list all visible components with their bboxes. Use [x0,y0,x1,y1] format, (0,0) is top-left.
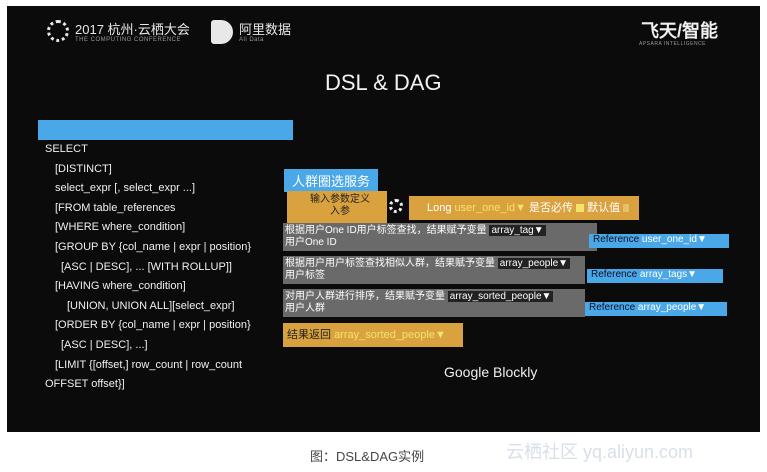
input-definition-text: 输入参数定义 入参 [310,194,370,217]
input-definition-block[interactable] [287,191,387,223]
sql-header-bar [38,120,293,140]
lookup-tag-label: 根据用户One ID用户标签查找，结果赋予变量 [285,225,487,236]
default-value-field[interactable] [623,204,630,213]
apsara-brand: 飞天/智能 [641,21,719,41]
slide-title: DSL & DAG [325,70,442,95]
ali-data-subtitle: Ali Data [239,37,265,43]
sql-line: [ASC | DESC], ...] [61,338,148,351]
sql-line: OFFSET offset}] [45,378,125,391]
reference-array-people[interactable]: Reference array_people▼ [585,302,727,316]
parameter-block[interactable] [409,196,639,220]
sort-people-input-label: 用户人群 [285,303,325,314]
lookup-tag-input-label: 用户One ID [285,237,337,248]
sql-line: [ASC | DESC], ... [WITH ROLLUP]] [61,260,232,273]
sql-code-block: SELECT [DISTINCT] select_expr [, select_… [45,140,251,395]
required-checkbox[interactable] [576,204,585,213]
reference-user-one-id[interactable]: Reference user_one_id▼ [589,234,729,248]
gear-icon[interactable] [389,199,403,213]
reference-label: Reference [591,269,638,280]
similar-people-input-label: 用户标签 [285,270,325,281]
return-var-dropdown[interactable]: array_sorted_people▼ [334,329,446,341]
blockly-footer-label: Google Blockly [444,364,538,380]
conference-logo-icon [47,20,69,42]
reference-var-dropdown[interactable]: user_one_id▼ [641,234,707,245]
array-people-dropdown[interactable]: array_people▼ [497,258,571,269]
similar-people-text: 根据用户用户标签查找相似人群，结果赋予变量 array_people▼ [285,258,571,270]
figure-caption: 图：DSL&DAG实例 [310,449,425,464]
sql-line: [LIMIT {[offset,] row_count | row_count [55,358,243,371]
array-tag-dropdown[interactable]: array_tag▼ [489,225,546,236]
sql-line: [UNION, UNION ALL][select_expr] [67,299,235,312]
return-block[interactable]: 结果返回 array_sorted_people▼ [283,323,463,347]
sql-line: [ORDER BY {col_name | expr | position} [55,319,251,332]
sql-line: [WHERE where_condition] [55,221,186,234]
watermark: 云栖社区 yq.aliyun.com [506,442,694,462]
reference-label: Reference [593,234,640,245]
sql-line: [HAVING where_condition] [55,280,186,293]
sql-line: [GROUP BY {col_name | expr | position} [55,240,252,253]
ali-data-brand: 阿里数据 [239,22,292,37]
reference-array-tags[interactable]: Reference array_tags▼ [587,269,723,283]
array-sorted-people-dropdown[interactable]: array_sorted_people▼ [447,291,554,302]
parameter-row: Long user_one_id▼ 是否必传 默认值 [427,202,630,214]
conference-title: 2017 杭州·云栖大会 [75,22,190,37]
param-type: Long [427,202,452,214]
apsara-subtitle: APSARA INTELLIGENCE [639,41,707,47]
param-name-dropdown[interactable]: user_one_id▼ [454,202,526,214]
sort-people-text: 对用户人群进行排序，结果赋予变量 array_sorted_people▼ [285,291,554,303]
similar-people-label: 根据用户用户标签查找相似人群，结果赋予变量 [285,258,495,269]
conference-subtitle: THE COMPUTING CONFERENCE [75,37,182,43]
input-definition-label: 输入参数定义 入参 [303,194,377,218]
lookup-tag-text: 根据用户One ID用户标签查找，结果赋予变量 array_tag▼ [285,225,546,237]
reference-var-dropdown[interactable]: array_people▼ [637,302,707,313]
return-label: 结果返回 [287,329,331,341]
default-label: 默认值 [587,202,621,214]
reference-label: Reference [589,302,636,313]
required-label: 是否必传 [529,202,574,214]
slide: 2017 杭州·云栖大会 THE COMPUTING CONFERENCE 阿里… [7,6,760,432]
reference-var-dropdown[interactable]: array_tags▼ [639,269,698,280]
sql-line: [DISTINCT] [55,162,112,175]
ali-data-logo-icon [211,20,233,44]
sql-line: [FROM table_references [55,201,176,214]
sort-people-label: 对用户人群进行排序，结果赋予变量 [285,291,445,302]
sql-line: select_expr [, select_expr ...] [55,182,196,195]
sql-line: SELECT [45,143,88,155]
blockly-service-title[interactable]: 人群圈选服务 [284,169,379,192]
